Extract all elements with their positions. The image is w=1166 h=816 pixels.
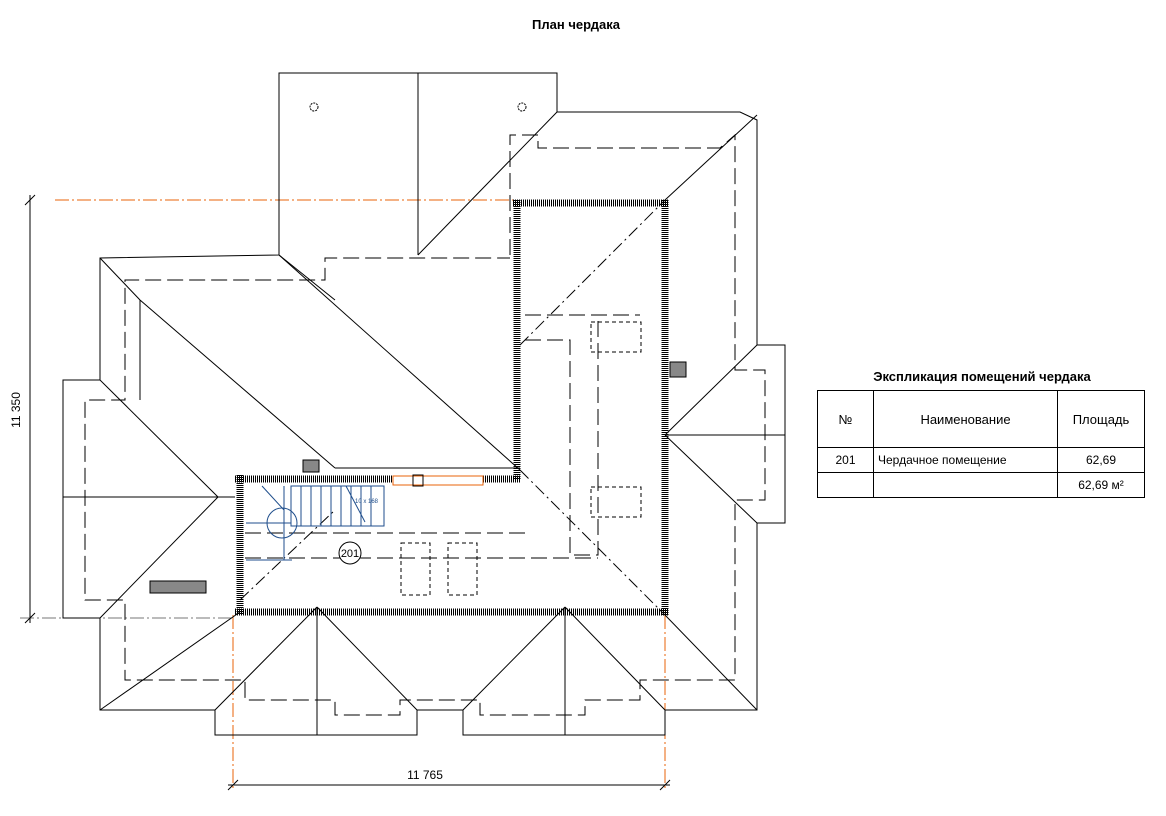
- explication-table: № Наименование Площадь 201 Чердачное пом…: [817, 390, 1145, 498]
- row-number: 201: [817, 447, 874, 473]
- total-area: 62,69 м²: [1057, 472, 1145, 498]
- dimension-lines: [24, 194, 671, 791]
- dimension-horizontal: 11 765: [407, 768, 443, 782]
- dimension-vertical: 11 350: [9, 392, 23, 428]
- chimney-icons: [149, 361, 687, 594]
- hip-dashdot: [239, 199, 666, 616]
- header-name: Наименование: [873, 390, 1058, 448]
- header-number: №: [817, 390, 874, 448]
- row-name: Чердачное помещение: [873, 447, 1058, 473]
- stair-label: 10 x 168: [355, 499, 379, 505]
- table-total-row: 62,69 м²: [817, 472, 1145, 498]
- room-tag-circle: [338, 541, 362, 565]
- table-header-row: № Наименование Площадь: [817, 390, 1145, 448]
- room-tag: 201: [341, 548, 359, 560]
- roof-lines: [63, 73, 785, 735]
- explication-title: Экспликация помещений чердака: [873, 369, 1091, 384]
- hidden-outline: [84, 133, 766, 716]
- hatches: [400, 321, 642, 596]
- axis-lines: [55, 199, 666, 790]
- table-row: 201 Чердачное помещение 62,69: [817, 447, 1145, 473]
- window: [392, 475, 484, 486]
- drawing-title: План чердака: [532, 17, 620, 32]
- attic-walls: [235, 199, 669, 616]
- staircase: [246, 485, 385, 561]
- roof-outline: [62, 72, 786, 736]
- header-area: Площадь: [1057, 390, 1145, 448]
- row-area: 62,69: [1057, 447, 1145, 473]
